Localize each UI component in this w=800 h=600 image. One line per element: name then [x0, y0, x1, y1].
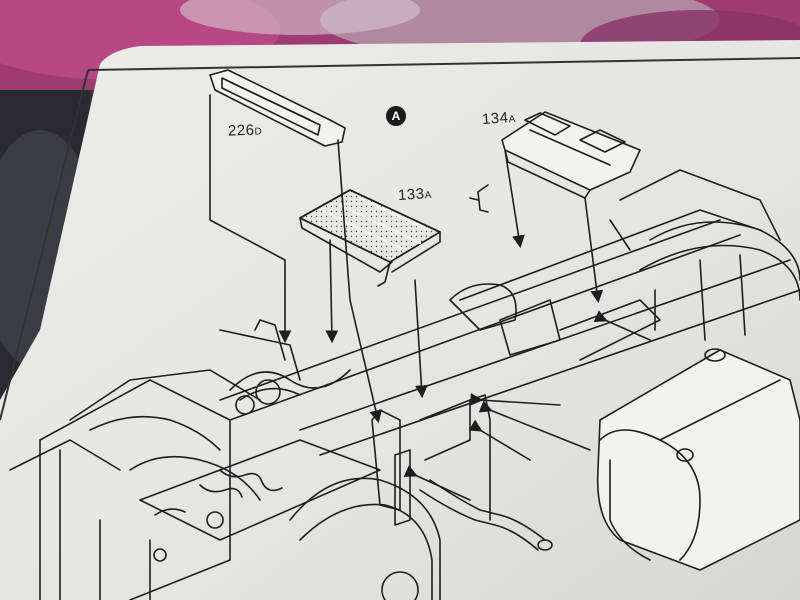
assembly-diagram — [9, 69, 800, 600]
fuel-tank-drawing — [596, 348, 800, 571]
part-number: 134 — [481, 109, 510, 129]
part-label-133a: 133A — [397, 185, 432, 204]
part-label-226d: 226D — [227, 121, 263, 140]
part-suffix: D — [254, 126, 263, 138]
part-number: 226 — [227, 121, 255, 140]
callout-badge-a: A — [386, 106, 406, 126]
part-133a-drawing — [299, 189, 441, 287]
part-134a-drawing — [501, 111, 641, 199]
part-226d-drawing — [209, 69, 346, 147]
part-suffix: A — [508, 113, 517, 126]
part-label-134a: 134A — [481, 109, 516, 128]
part-number: 133 — [397, 185, 426, 205]
part-suffix: A — [424, 189, 433, 202]
sheet-side-border — [0, 69, 89, 421]
sheet-border-line — [87, 57, 800, 71]
